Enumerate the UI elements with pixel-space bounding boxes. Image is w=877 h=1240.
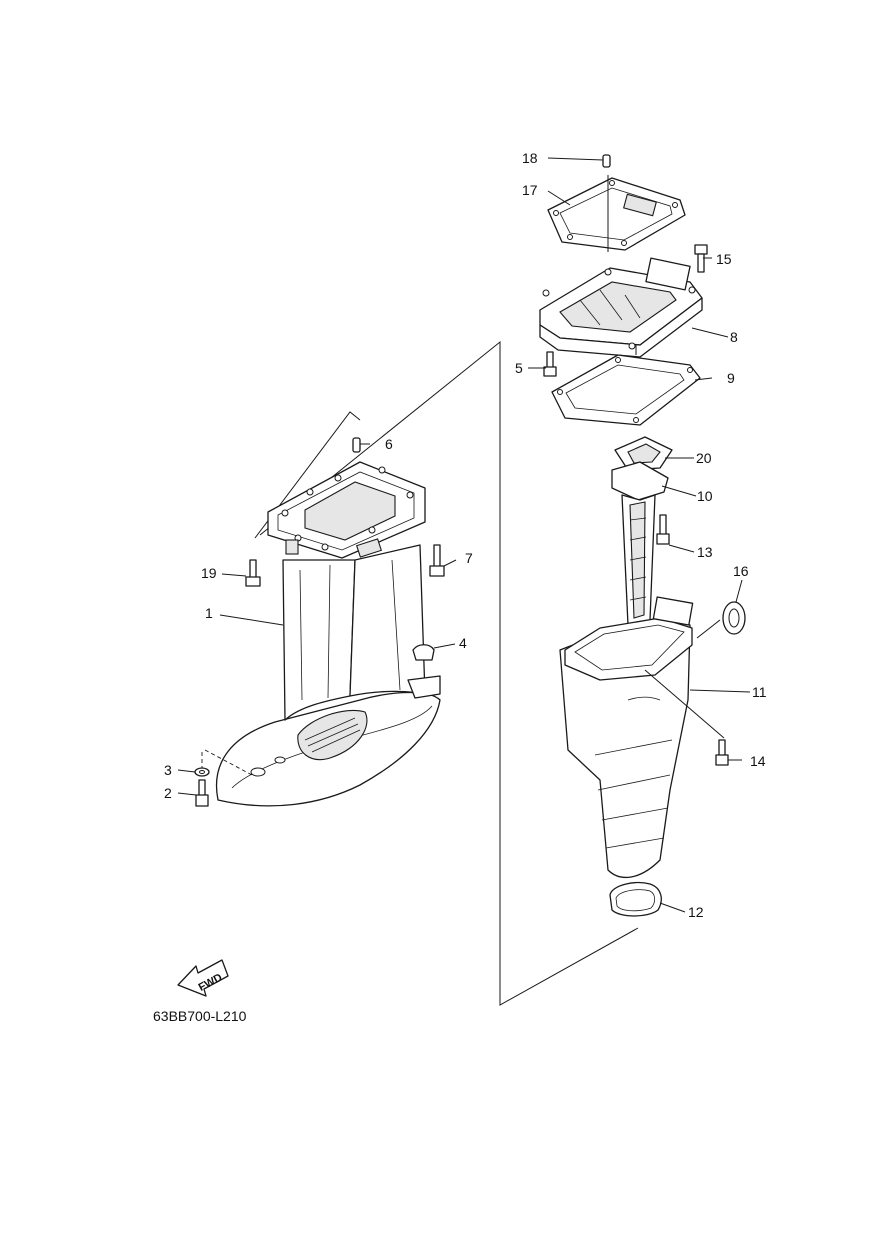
pin-18: [602, 154, 611, 168]
gasket-9: [551, 354, 701, 426]
callout-7: 7: [465, 550, 473, 566]
seal-16: [722, 601, 746, 635]
bolt-19: [245, 559, 261, 587]
callout-3: 3: [164, 762, 172, 778]
dowel-pin-6: [352, 437, 361, 453]
callout-12: 12: [688, 904, 704, 920]
callout-17: 17: [522, 182, 538, 198]
callout-18: 18: [522, 150, 538, 166]
muffler-11: [559, 596, 694, 879]
callout-2: 2: [164, 785, 172, 801]
callout-16: 16: [733, 563, 749, 579]
bolt-15: [694, 244, 708, 273]
exhaust-guide-8: [539, 257, 703, 358]
callout-19: 19: [201, 565, 217, 581]
callout-13: 13: [697, 544, 713, 560]
grommet-4: [412, 644, 435, 661]
exhaust-pipe-10: [611, 461, 669, 626]
callout-labels: 18 17 15 8 5 9 6 20 10 13 7 19 16 1 4 11…: [164, 150, 767, 920]
bolt-7: [429, 544, 445, 577]
leader-lines: [177, 157, 751, 913]
gasket-20: [614, 436, 673, 471]
callout-10: 10: [697, 488, 713, 504]
callout-20: 20: [696, 450, 712, 466]
callout-14: 14: [750, 753, 766, 769]
callout-15: 15: [716, 251, 732, 267]
callout-4: 4: [459, 635, 467, 651]
bolt-13: [656, 514, 670, 545]
callout-8: 8: [730, 329, 738, 345]
bolt-5: [543, 351, 557, 377]
callout-9: 9: [727, 370, 735, 386]
washer-3: [194, 767, 210, 777]
callout-5: 5: [515, 360, 523, 376]
bolt-14: [715, 739, 729, 766]
gasket-17: [547, 177, 686, 251]
upper-casing: [215, 461, 441, 807]
callout-1: 1: [205, 605, 213, 621]
seal-ring-12: [609, 881, 662, 917]
callout-11: 11: [752, 684, 767, 700]
bolt-2: [195, 779, 209, 807]
callout-6: 6: [385, 436, 393, 452]
reference-code: 63BB700-L210: [153, 1008, 247, 1024]
fwd-arrow-icon: FWD: [177, 959, 229, 997]
